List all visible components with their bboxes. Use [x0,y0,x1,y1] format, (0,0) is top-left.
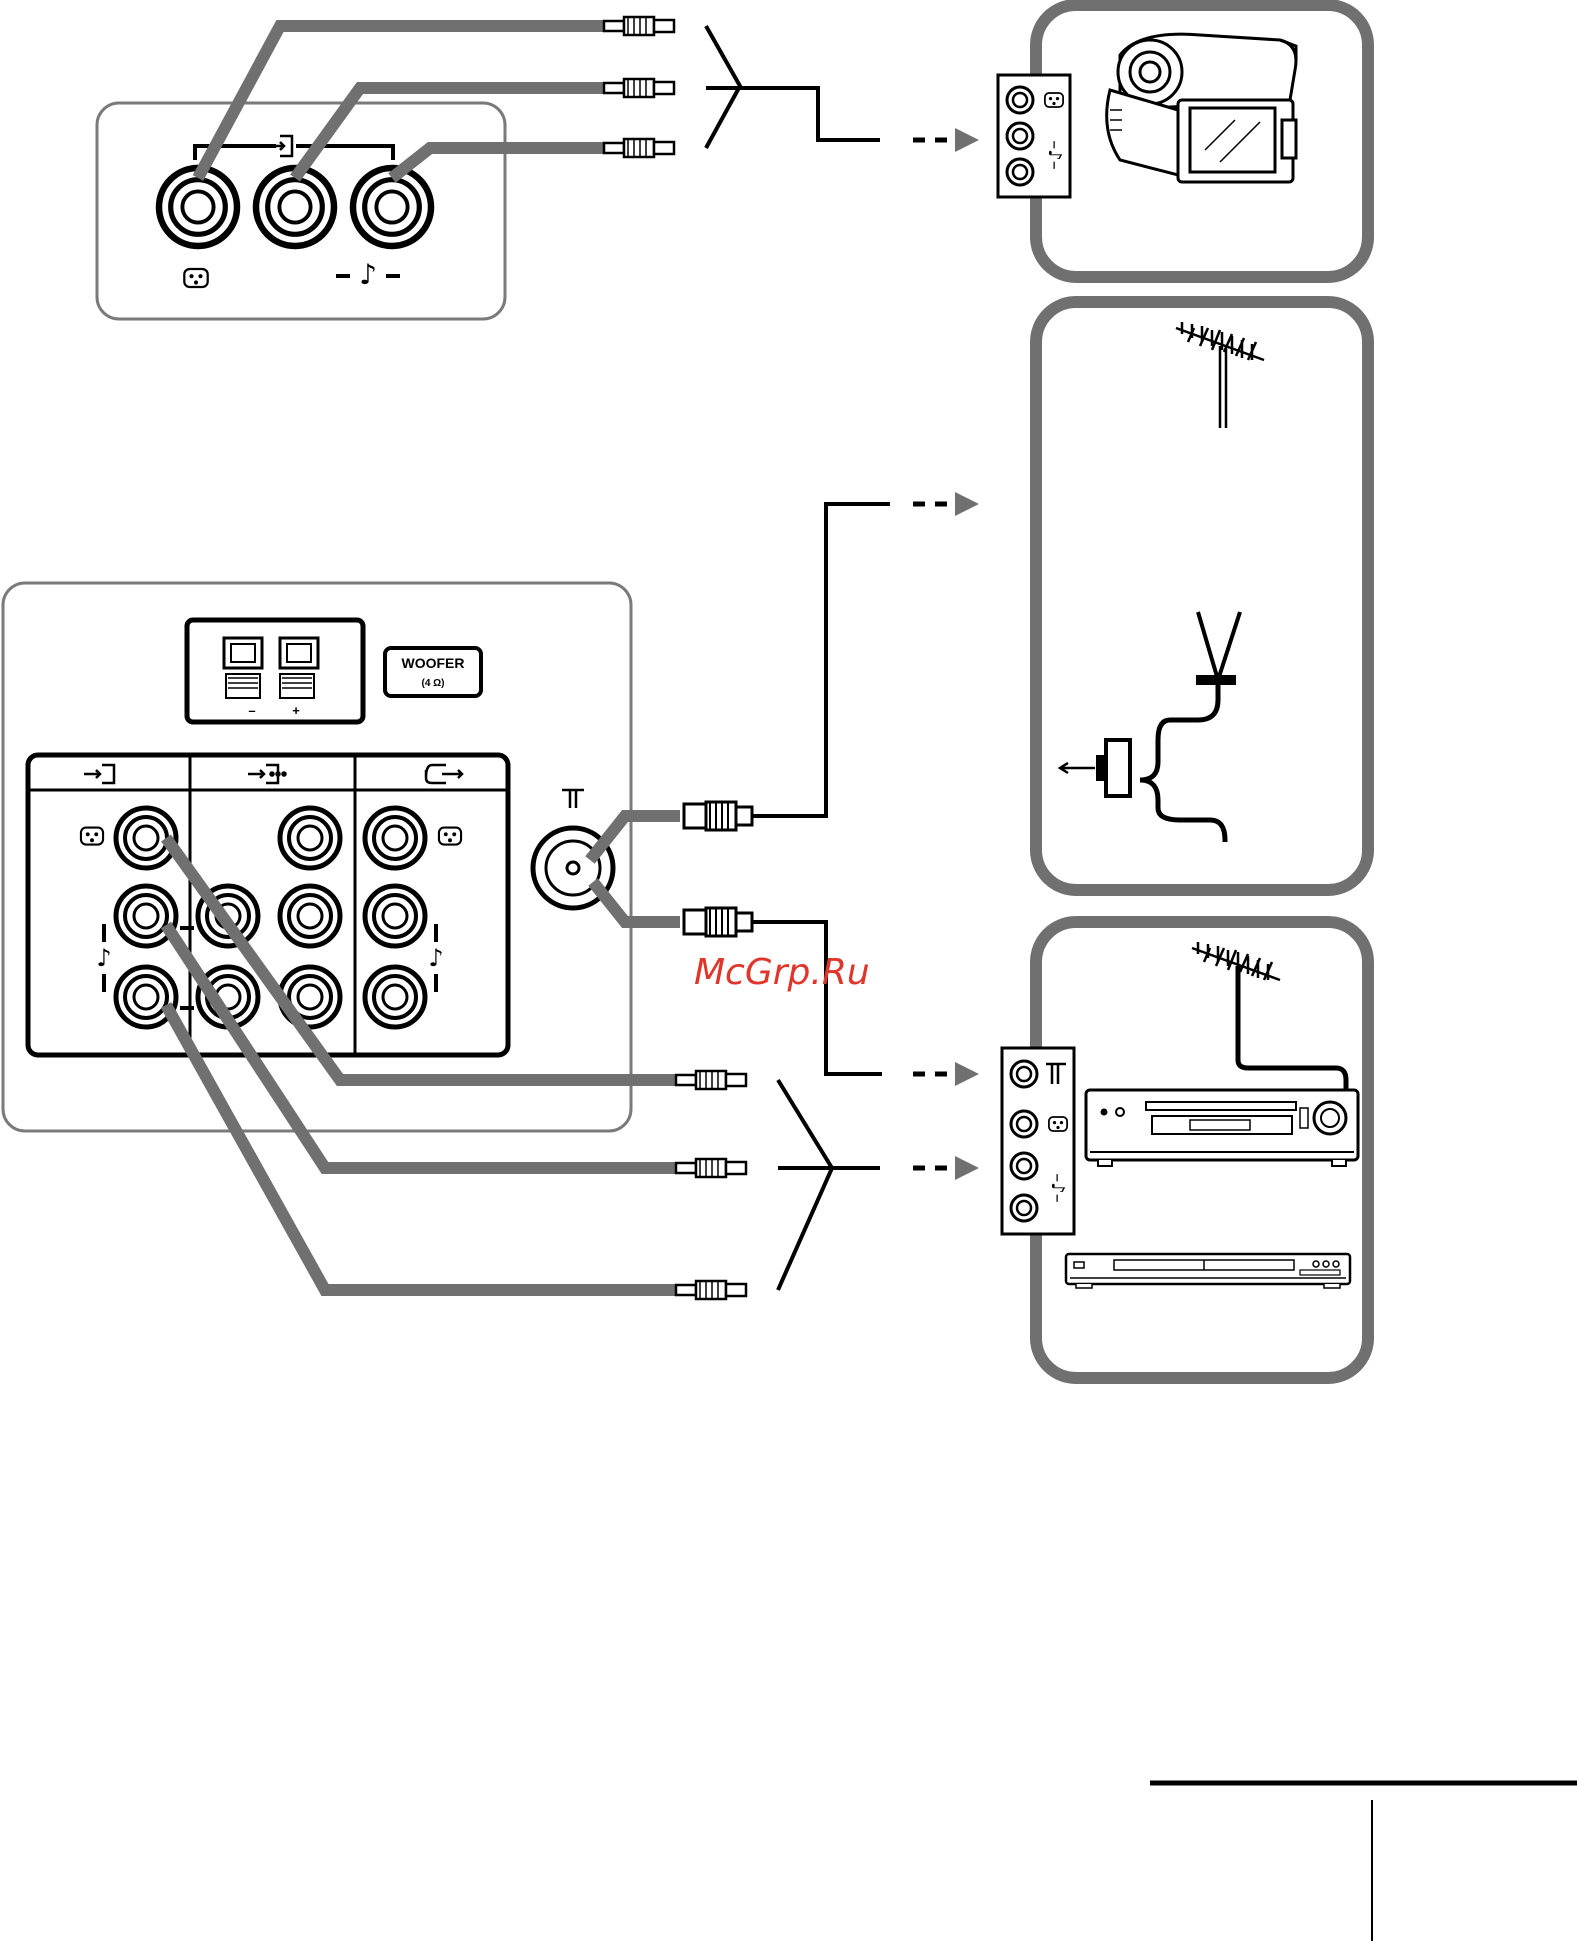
rca-plug [604,79,674,97]
speaker-terminal: – + [187,620,363,722]
coax-plug [684,908,752,936]
woofer-label-box: WOOFER (4 Ω) [385,648,481,696]
rca-plug [676,1071,746,1089]
dvd-player-icon [1066,1254,1350,1288]
rca-plug [604,139,674,157]
svg-text:♪: ♪ [96,944,111,972]
camcorder-cable [706,26,969,148]
svg-text:♪: ♪ [428,944,443,972]
video-icon [439,828,461,845]
coax-cables [590,802,969,1074]
video-icon [184,269,207,287]
antenna-box [1036,302,1368,890]
rear-output-video-jack[interactable] [365,808,425,868]
arrow-icon [955,1062,979,1086]
woofer-impedance: (4 Ω) [421,678,444,689]
rca-plug [604,17,674,35]
svg-text:♪: ♪ [359,258,377,291]
rear-monitor-audio-l2-jack[interactable] [280,886,340,946]
page-rule [1150,1783,1577,1941]
vcr-icon [1086,1090,1358,1166]
svg-text:–♪–: –♪– [1047,1173,1068,1203]
front-audio-right-jack[interactable] [353,168,431,246]
arrow-icon [955,128,979,152]
camcorder-box: –♪– [998,5,1368,277]
front-video-jack[interactable] [159,168,237,246]
watermark: McGrp.Ru [694,952,870,993]
arrow-icon [955,1156,979,1180]
camcorder-icon [1107,34,1296,182]
rca-plug [676,1159,746,1177]
speaker-minus-label: – [248,703,255,718]
rear-monitor-video-jack[interactable] [280,808,340,868]
av-jack-grid: ♪ ♪ [28,755,508,1055]
rear-output-audio-r-jack[interactable] [365,967,425,1027]
coax-plug [684,802,752,830]
woofer-label: WOOFER [402,655,465,671]
antenna-cable [750,504,969,816]
video-icon [81,828,103,845]
front-audio-left-jack[interactable] [256,168,334,246]
rear-output-audio-l-jack[interactable] [365,886,425,946]
front-input-panel: ♪ [97,103,505,319]
arrow-icon [955,492,979,516]
vcr-dvd-box: –♪– [1002,922,1368,1378]
svg-text:–♪–: –♪– [1044,140,1065,170]
rca-plug [676,1281,746,1299]
vcr-av-cable [778,1080,969,1290]
speaker-plus-label: + [292,703,300,718]
